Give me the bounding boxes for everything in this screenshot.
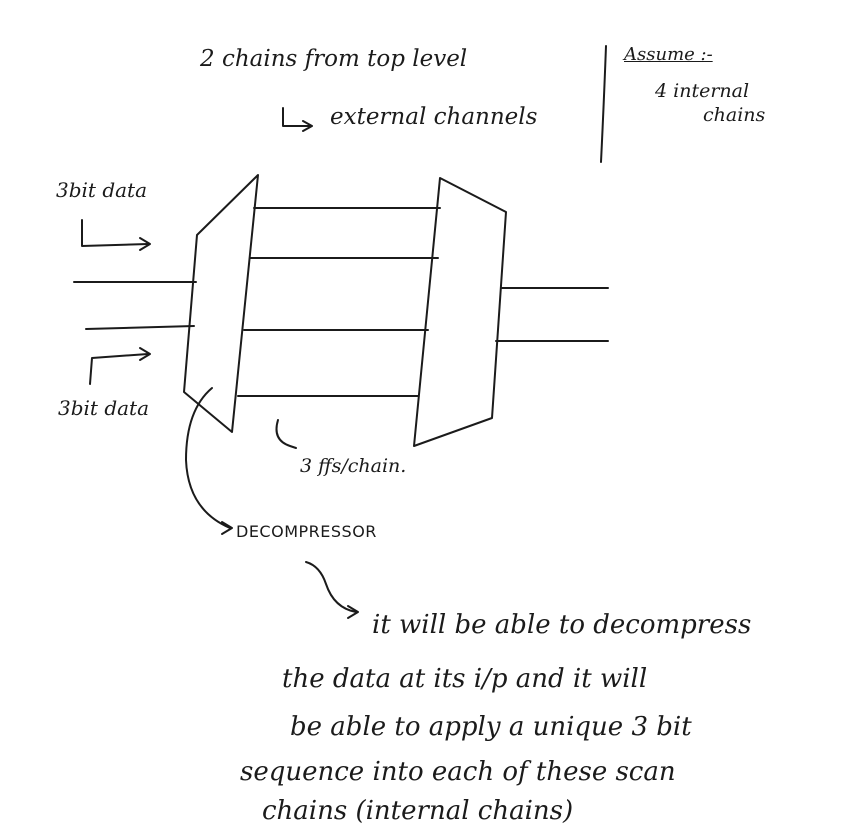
separator-line <box>600 45 607 163</box>
redacted-area <box>20 10 190 50</box>
decompressor-block <box>183 174 259 433</box>
input-label-top: 3bit data <box>56 178 148 202</box>
external-channels-arrowhead <box>302 120 313 132</box>
decompressor-callout <box>185 387 231 529</box>
description-line4: sequence into each of these scan <box>240 757 676 787</box>
input-arrowhead-top <box>139 237 151 251</box>
decompressor-label: DECOMPRESSOR <box>236 522 377 541</box>
description-arrowhead <box>347 605 359 619</box>
assume-line1: 4 internal <box>655 80 750 102</box>
description-arrow <box>305 561 357 613</box>
note-top-line1: 2 chains from top level <box>200 46 468 72</box>
external-input-line-2 <box>85 325 195 330</box>
description-line1: it will be able to decompress <box>372 610 752 640</box>
note-top-line2: external channels <box>330 104 538 130</box>
input-arrow-top <box>81 219 149 247</box>
input-arrow-bottom <box>89 353 149 385</box>
input-label-bottom: 3bit data <box>58 396 150 420</box>
external-channels-arrow <box>282 107 311 127</box>
assume-line2: chains <box>703 104 766 126</box>
decompressor-callout-arrowhead <box>221 521 233 535</box>
assume-title: Assume :- <box>624 44 713 65</box>
description-line5: chains (internal chains) <box>262 796 574 826</box>
compressor-block <box>413 177 507 447</box>
input-arrowhead-bottom <box>139 347 151 361</box>
redacted-area <box>440 518 820 584</box>
ffs-per-chain-label: 3 ffs/chain. <box>300 455 407 477</box>
description-line3: be able to apply a unique 3 bit <box>290 712 692 742</box>
ffs-hook <box>275 419 297 449</box>
description-line2: the data at its i/p and it will <box>282 664 648 694</box>
